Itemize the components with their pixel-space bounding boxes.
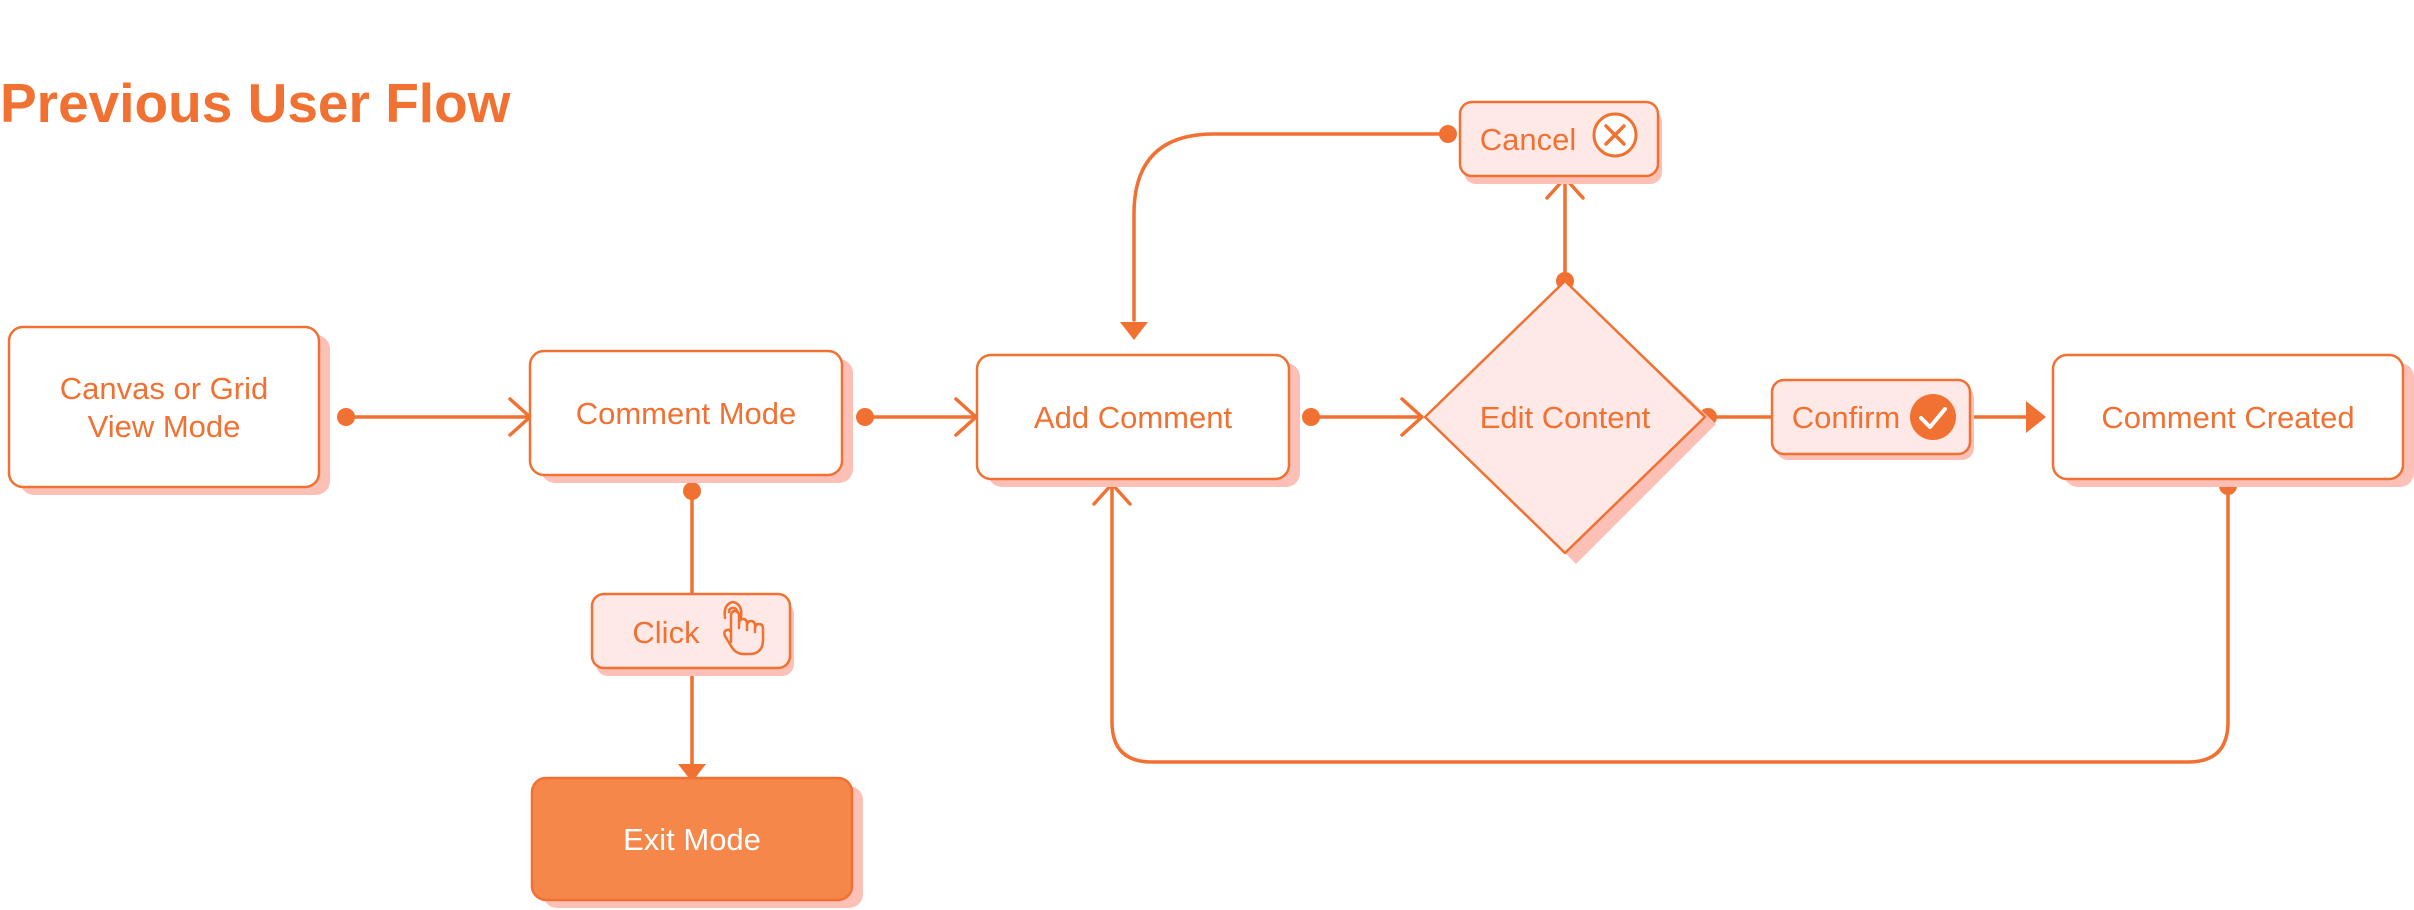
- action-cancel[interactable]: Cancel: [1458, 100, 1662, 184]
- node-label: Comment Mode: [576, 396, 797, 431]
- pointer-hand-icon: [723, 600, 765, 656]
- edge-canvas-to-comment-mode: [337, 397, 532, 437]
- action-confirm[interactable]: Confirm: [1770, 378, 1974, 460]
- node-add-comment[interactable]: Add Comment: [975, 353, 1300, 487]
- node-label: Comment Created: [2101, 400, 2354, 435]
- close-circle-icon: [1592, 112, 1638, 158]
- node-label: Add Comment: [1034, 400, 1233, 435]
- page-title: Previous User Flow: [0, 72, 511, 134]
- node-edit-content[interactable]: Edit Content: [1423, 279, 1716, 564]
- node-label-line-2: View Mode: [88, 409, 241, 444]
- edge-comment-mode-to-add-comment: [856, 397, 978, 437]
- edge-comment-created-to-add-comment: [1092, 477, 2237, 764]
- edge-cancel-to-add-comment: [1120, 125, 1457, 340]
- node-exit-mode[interactable]: Exit Mode: [530, 776, 863, 908]
- node-comment-created[interactable]: Comment Created: [2051, 353, 2414, 487]
- action-label: Click: [632, 615, 700, 650]
- action-click[interactable]: Click: [590, 592, 794, 676]
- edge-comment-mode-to-exit-mode: [678, 482, 706, 782]
- action-label: Confirm: [1792, 400, 1901, 435]
- action-label: Cancel: [1480, 122, 1577, 157]
- node-label: Exit Mode: [623, 822, 761, 857]
- node-comment-mode[interactable]: Comment Mode: [528, 349, 853, 483]
- node-canvas-or-grid-view-mode[interactable]: Canvas or Grid View Mode: [7, 325, 330, 495]
- node-label: Edit Content: [1480, 400, 1651, 435]
- edge-add-comment-to-edit-content: [1302, 397, 1424, 437]
- node-label-line-1: Canvas or Grid: [60, 371, 268, 406]
- edge-edit-content-to-cancel: [1545, 176, 1585, 290]
- check-circle-icon: [1910, 394, 1956, 440]
